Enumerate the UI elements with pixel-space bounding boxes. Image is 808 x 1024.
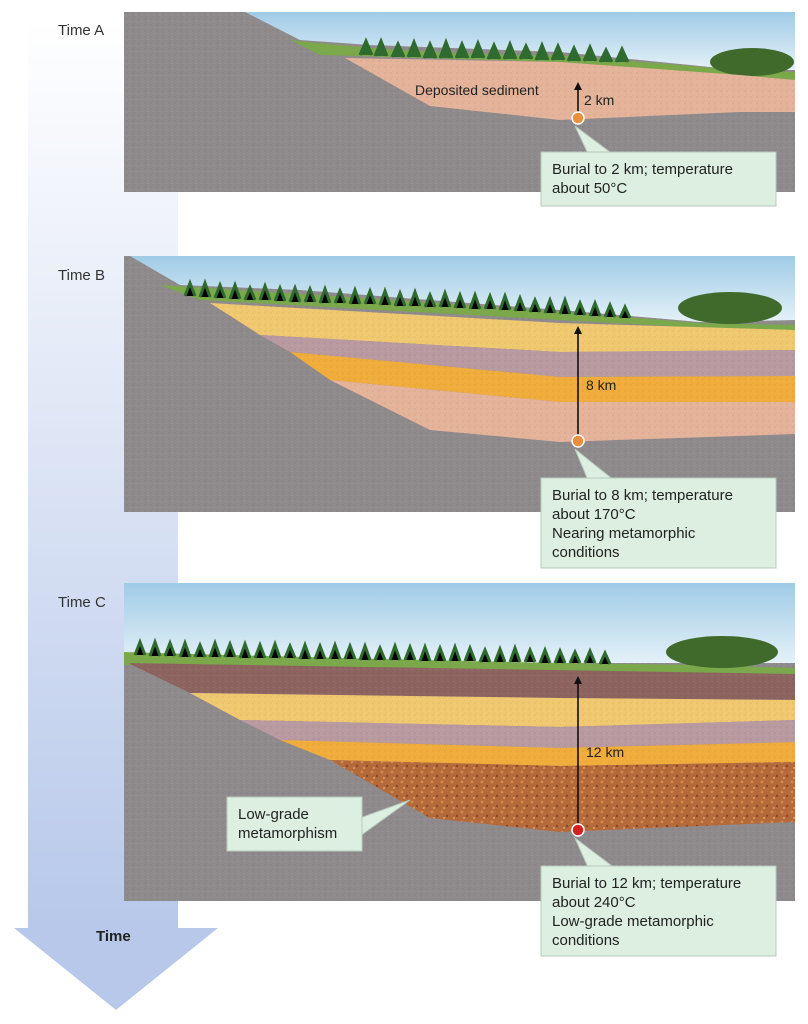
sediment-label: Deposited sediment: [415, 82, 539, 98]
time-axis-label: Time: [96, 928, 131, 945]
tree-line: [358, 36, 794, 76]
burial-marker: [571, 434, 585, 448]
callout-a-text: Burial to 2 km; temperature about 50°C: [552, 160, 733, 198]
callout-box: [540, 477, 777, 569]
callout-box: [540, 865, 777, 957]
depth-label-b: 8 km: [586, 377, 617, 393]
callout-line: Burial to 2 km; temperature: [552, 161, 733, 178]
zone-label-line: metamorphism: [238, 825, 338, 842]
zone-label-line: Low-grade: [238, 806, 309, 823]
callout-line: Burial to 8 km; temperature: [552, 487, 733, 504]
panel-time-a: [124, 12, 795, 207]
burial-marker: [571, 111, 585, 125]
panel-time-c: [124, 583, 795, 957]
panel-label-c: Time C: [58, 594, 106, 611]
panel-label-b: Time B: [58, 267, 105, 284]
callout-line: Nearing metamorphic: [552, 525, 696, 542]
zone-callout-box: [226, 796, 363, 852]
tree-line: [133, 636, 778, 668]
callout-line: about 170°C: [552, 506, 636, 523]
callout-line: conditions: [552, 544, 620, 561]
callout-line: Low-grade metamorphic: [552, 913, 714, 930]
zone-callout-text: Low-grade metamorphism: [238, 805, 337, 843]
panel-time-b: [124, 256, 795, 569]
panel-label-a: Time A: [58, 22, 105, 39]
tree-line: [183, 278, 782, 324]
callout-line: about 240°C: [552, 894, 636, 911]
depth-label-a: 2 km: [584, 92, 615, 108]
depth-label-c: 12 km: [586, 744, 625, 760]
callout-box: [540, 151, 777, 207]
callout-line: conditions: [552, 932, 620, 949]
burial-marker: [571, 823, 585, 837]
callout-c-text: Burial to 12 km; temperature about 240°C…: [552, 874, 741, 950]
callout-line: about 50°C: [552, 180, 628, 197]
metamorphic-zone: [330, 760, 795, 832]
callout-b-text: Burial to 8 km; temperature about 170°C …: [552, 486, 733, 562]
callout-line: Burial to 12 km; temperature: [552, 875, 742, 892]
